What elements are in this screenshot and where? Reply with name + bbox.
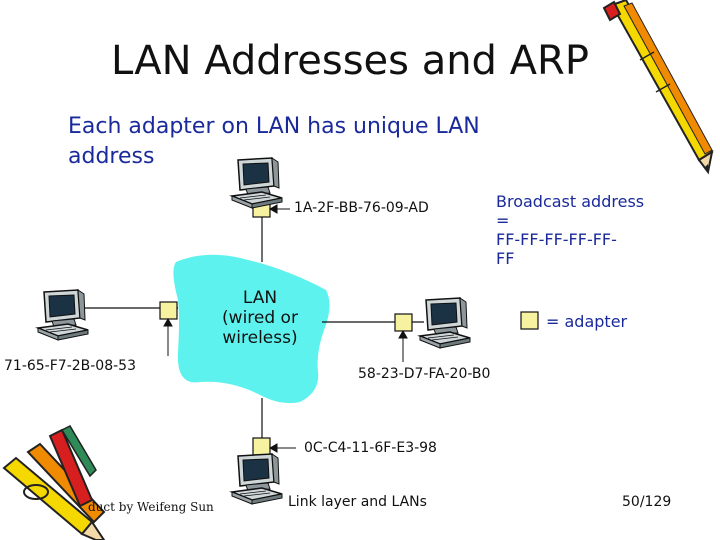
lan-label-line: LAN bbox=[242, 288, 278, 308]
lan-label-line: wireless) bbox=[222, 328, 298, 348]
lan-label: LAN (wired or wireless) bbox=[205, 288, 315, 348]
host-address-left: 71-65-F7-2B-08-53 bbox=[4, 358, 136, 374]
broadcast-line: FF-FF-FF-FF-FF- bbox=[496, 230, 617, 249]
broadcast-line: FF bbox=[496, 249, 515, 268]
page-number: 50/129 bbox=[622, 494, 672, 510]
computer-icon bbox=[419, 297, 471, 349]
host-address-top: 1A-2F-BB-76-09-AD bbox=[294, 200, 429, 216]
host-address-right: 58-23-D7-FA-20-B0 bbox=[358, 366, 491, 382]
lan-cloud bbox=[173, 254, 330, 404]
broadcast-line: Broadcast address bbox=[496, 192, 645, 211]
slide-subtitle: Each adapter on LAN has unique LAN addre… bbox=[68, 114, 480, 169]
broadcast-address-note: Broadcast address = FF-FF-FF-FF-FF- FF bbox=[496, 192, 676, 268]
computer-icon bbox=[231, 453, 283, 505]
broadcast-line: = bbox=[496, 211, 510, 230]
adapter-square-icon bbox=[520, 311, 539, 330]
adapter-square-icon bbox=[159, 301, 178, 320]
slide-title: LAN Addresses and ARP bbox=[111, 38, 589, 84]
computer-icon bbox=[37, 289, 89, 341]
footer-title: Link layer and LANs bbox=[288, 494, 427, 510]
host-address-bottom: 0C-C4-11-6F-E3-98 bbox=[304, 440, 437, 456]
adapter-square-icon bbox=[252, 437, 271, 456]
pencil-clipart-top-right bbox=[602, 0, 714, 175]
adapter-square-icon bbox=[394, 313, 413, 332]
pencil-clipart-bottom-left bbox=[2, 425, 106, 540]
lan-label-line: (wired or bbox=[222, 308, 298, 328]
adapter-legend-text: = adapter bbox=[546, 312, 628, 331]
footer-credit: duct by Weifeng Sun bbox=[88, 500, 214, 514]
